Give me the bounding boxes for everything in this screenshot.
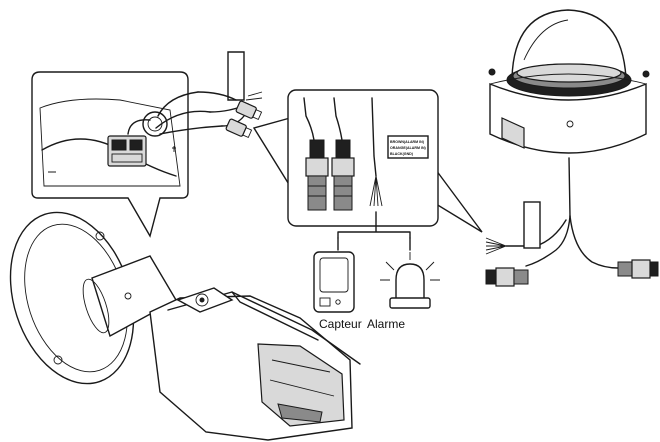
dome-camera [485,9,659,287]
sensor-label: Capteur [319,317,362,331]
dome-connector-left [485,267,529,287]
dome-connector-right [617,259,659,279]
alarm-wiring-box: BROWN(ALARM IN) ORANGE(ALARM IN) BLACK(G… [252,89,483,233]
wire-tag-line3: BLACK(GND) [390,152,414,156]
alarm-connector-left [305,139,329,211]
wire-tag-line2: ORANGE(ALARM IN) [390,146,427,150]
wire-color-tag: BROWN(ALARM IN) ORANGE(ALARM IN) BLACK(G… [387,135,429,159]
sensor-icon [313,251,355,313]
alarm-connector-right [331,139,355,211]
bullet-camera [9,211,361,441]
wire-tag-line1: BROWN(ALARM IN) [390,140,425,144]
connector-zoom-callout [31,71,223,238]
callout-cables [197,51,263,139]
branch-lines [337,211,411,251]
alarm-label: Alarme [367,317,405,331]
alarm-light-icon [380,252,440,309]
